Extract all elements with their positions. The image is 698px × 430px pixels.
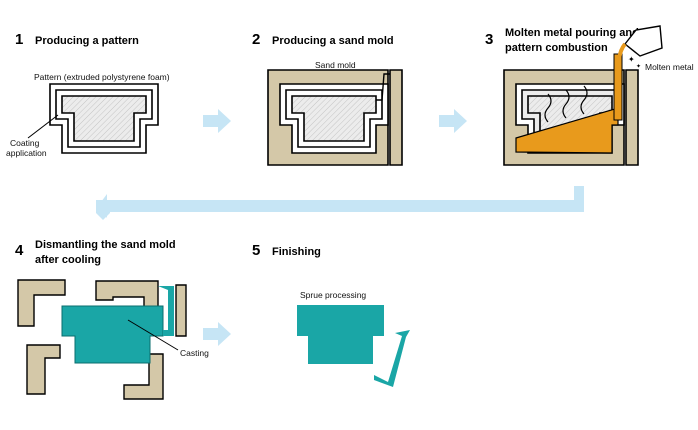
coating-label-line-1: Coating [10,138,40,148]
arrow-step-1-to-2 [203,109,231,133]
sand-mold-label: Sand mold [315,60,356,70]
step-4-number: 4 [15,242,24,259]
casting-part [61,286,174,364]
arrow-step-4-to-5 [203,322,231,346]
step-3-number: 3 [485,31,494,48]
svg-text:✦: ✦ [636,63,641,70]
step-1-number: 1 [15,31,24,48]
molten-metal-label: Molten metal [645,62,694,72]
casting-label: Casting [180,348,209,358]
finished-casting [297,305,410,387]
casting-leader-line [127,319,179,351]
coating-label-line-2: application [6,148,47,158]
sprue-label: Sprue processing [300,290,367,300]
mold-pieces [17,279,187,400]
ladle-icon: ✦ ✦ [616,25,663,70]
step-5-number: 5 [252,242,261,259]
step-5-title: Finishing [272,246,321,258]
step-3-title-line-1: Molten metal pouring and [505,27,639,39]
arrow-step-3-to-4-head [96,200,110,220]
arrow-step-3-to-4 [98,186,584,218]
pattern-label: Pattern (extruded polystyrene foam) [34,72,170,82]
step-4-title-line-1: Dismantling the sand mold [35,239,176,251]
arrow-step-2-to-3 [439,109,467,133]
step-2-title: Producing a sand mold [272,35,394,47]
step-1-title: Producing a pattern [35,35,139,47]
sand-mold [267,69,403,166]
step-4-title-line-2: after cooling [35,254,102,266]
svg-text:✦: ✦ [628,55,635,64]
pouring-mold [503,53,639,166]
coating-leader-line [27,114,59,139]
step-2-number: 2 [252,31,261,48]
coated-pattern [49,83,159,154]
step-3-title-line-2: pattern combustion [505,42,608,54]
